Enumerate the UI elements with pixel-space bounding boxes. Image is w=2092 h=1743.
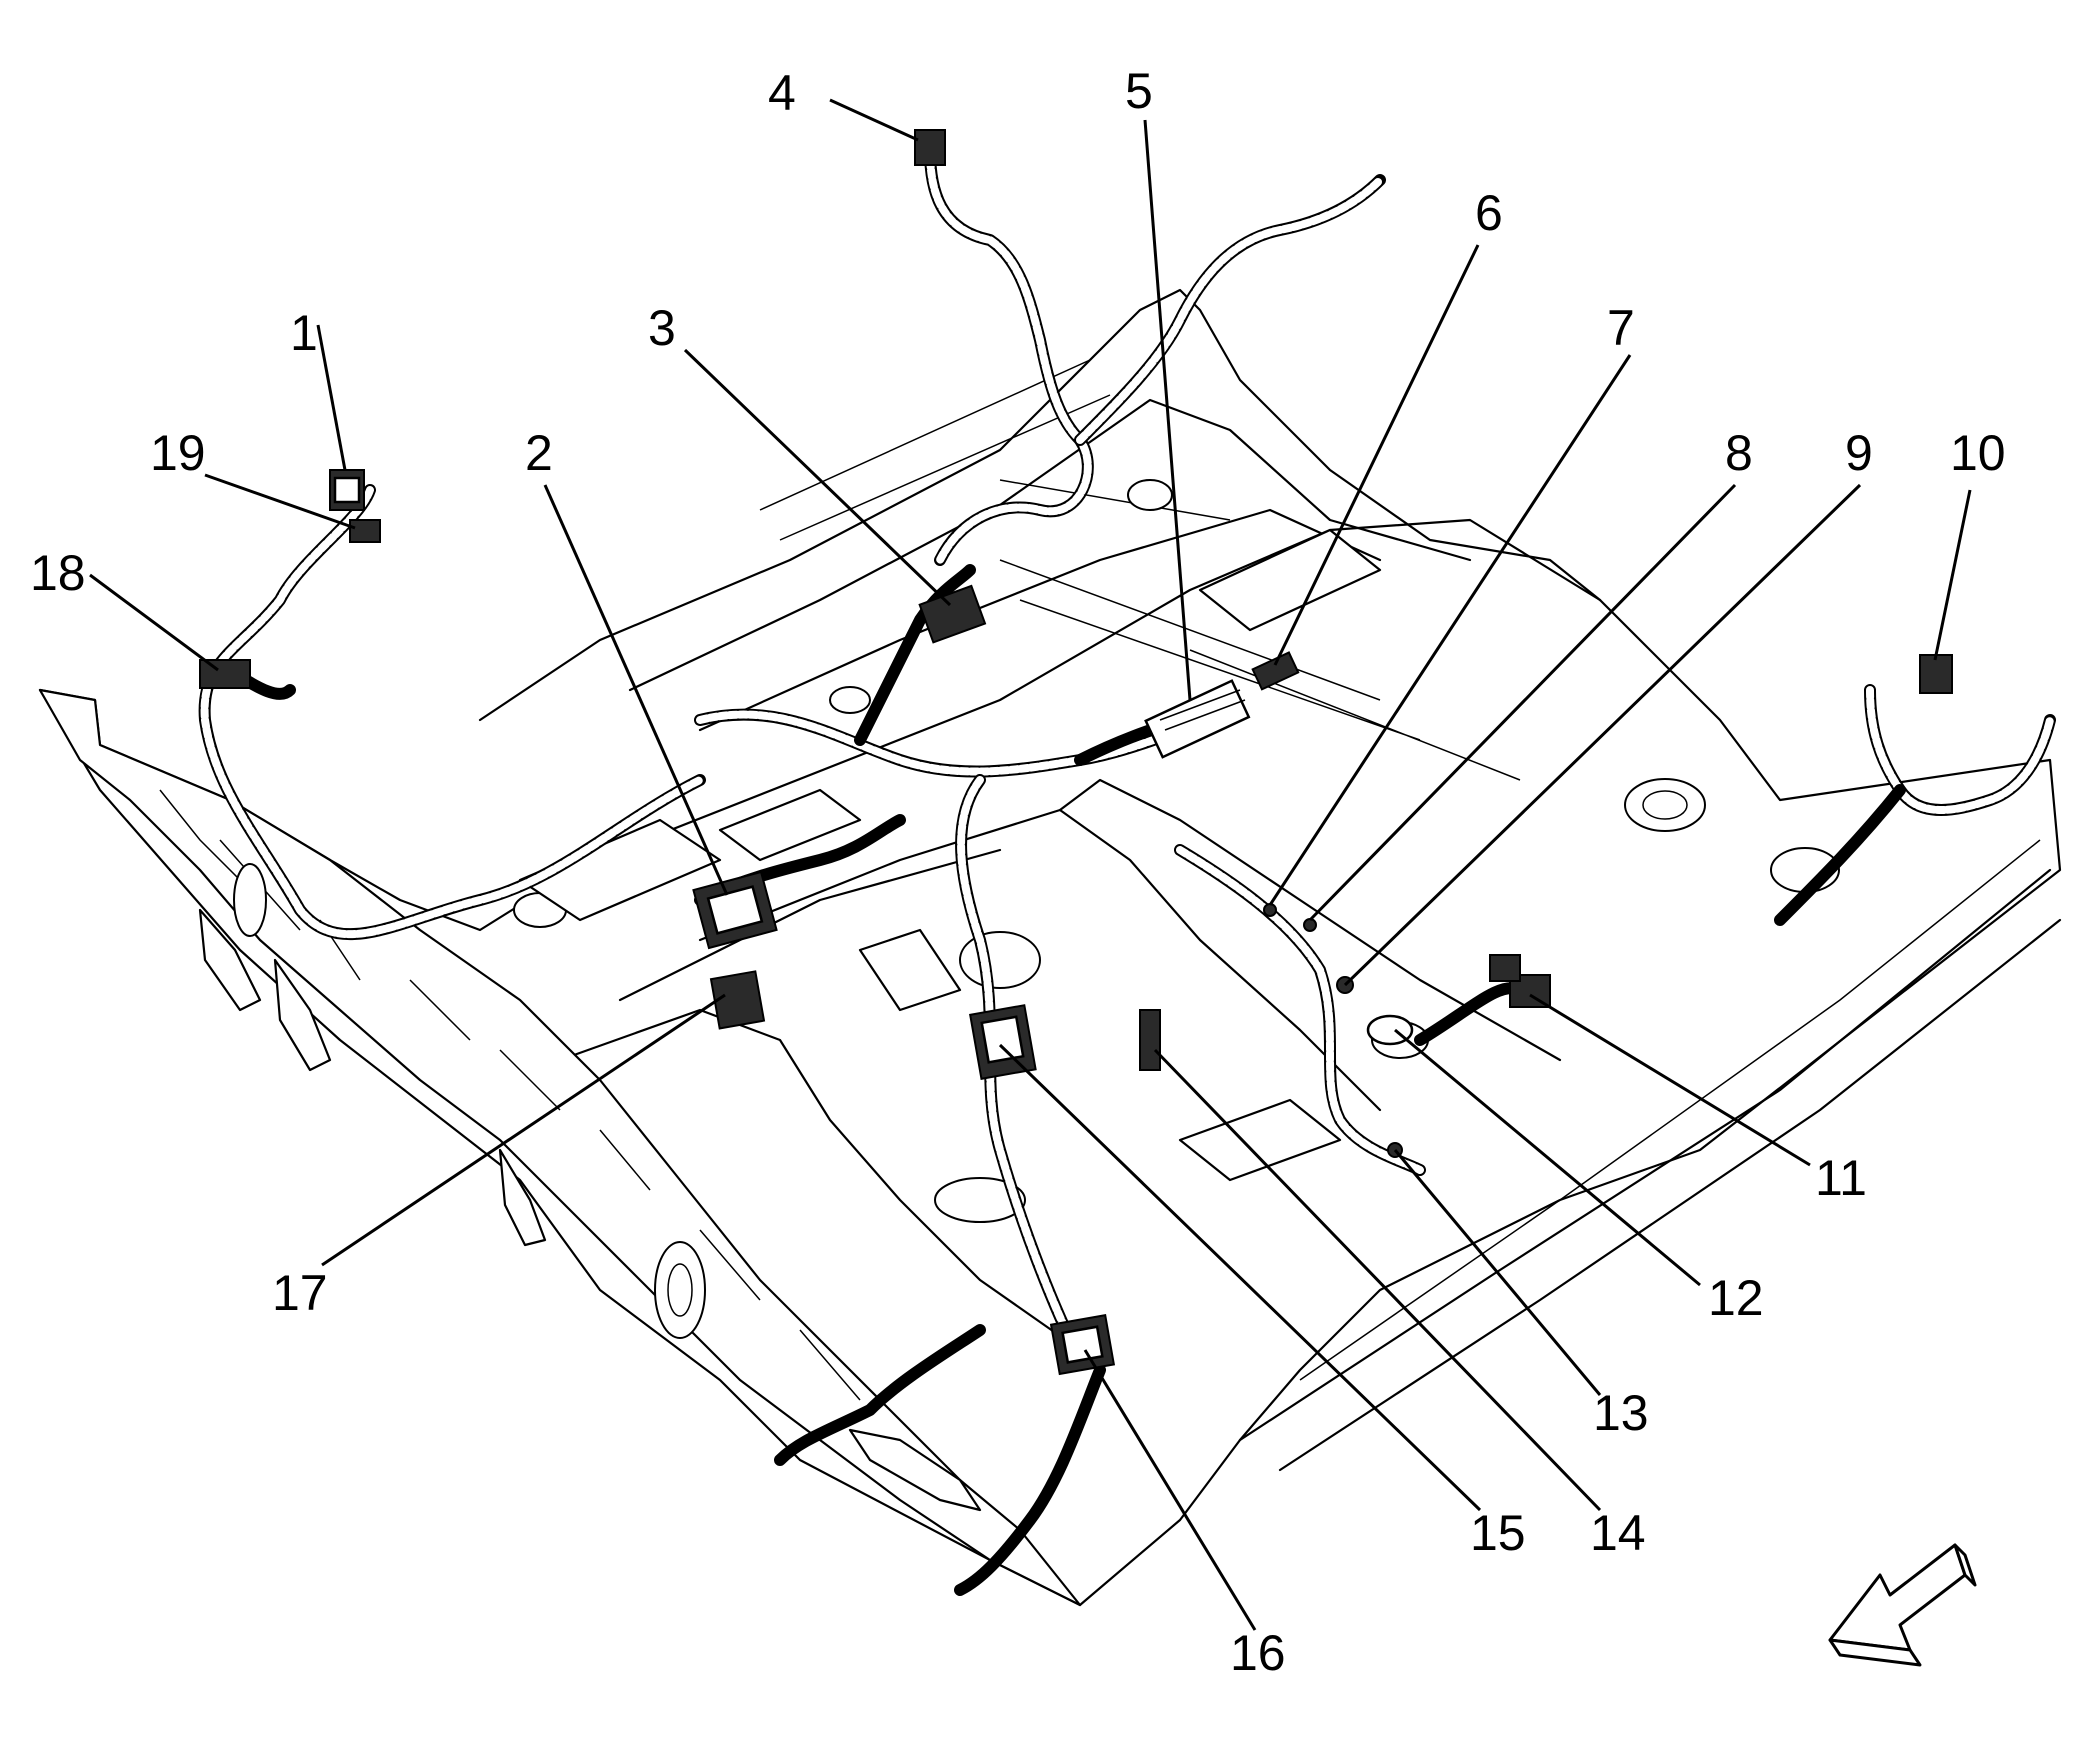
leader-8 xyxy=(1308,483,1737,922)
floor-pad-left xyxy=(518,818,722,922)
left-panel-cutout-2 xyxy=(273,958,332,1072)
leader-17 xyxy=(321,993,726,1267)
tunnel-right-wall xyxy=(1058,778,1562,1062)
leader-11 xyxy=(1529,993,1811,1167)
connector-6[interactable] xyxy=(1251,651,1300,691)
leader-5 xyxy=(1143,119,1192,701)
connector-14[interactable] xyxy=(1139,1009,1161,1071)
callout-labels: 1 2 3 4 5 6 7 8 9 10 11 12 13 14 15 16 1… xyxy=(30,63,2006,1681)
leader-13 xyxy=(1393,1149,1602,1396)
connector-3[interactable] xyxy=(918,584,987,644)
leader-15 xyxy=(998,1043,1482,1512)
left-panel-cutout-4 xyxy=(848,1428,982,1512)
callout-17: 17 xyxy=(272,1265,328,1321)
callout-11: 11 xyxy=(1815,1150,1867,1206)
harness-rear-upper xyxy=(1074,174,1386,446)
left-panel-round-boss-inner xyxy=(667,1263,693,1317)
floor-plug-3-inner xyxy=(1642,790,1688,820)
leader-3 xyxy=(683,348,952,607)
leader-18 xyxy=(89,573,219,672)
connector-12[interactable] xyxy=(1366,1014,1414,1046)
callout-18: 18 xyxy=(30,545,86,601)
leader-lines xyxy=(89,98,1972,1631)
connector-10[interactable] xyxy=(1919,654,1953,694)
connector-8[interactable] xyxy=(1303,918,1317,932)
connector-18[interactable] xyxy=(199,659,251,689)
floor-pad-center xyxy=(718,788,862,862)
leader-14 xyxy=(1153,1048,1602,1512)
rear-crossmember-1 xyxy=(759,359,1231,541)
connector-7[interactable] xyxy=(1263,903,1277,917)
tunnel-oval-opening xyxy=(959,931,1041,989)
harness-branch-3 xyxy=(854,564,976,746)
callout-6: 6 xyxy=(1475,185,1503,241)
callout-12: 12 xyxy=(1708,1270,1764,1326)
callout-19: 19 xyxy=(150,425,206,481)
leader-16 xyxy=(1083,1349,1257,1631)
connector-5[interactable] xyxy=(1144,679,1251,759)
callout-14: 14 xyxy=(1590,1505,1646,1561)
leader-7 xyxy=(1268,354,1632,906)
rear-crossmember-2 xyxy=(999,559,1521,781)
floor-pad-front xyxy=(1178,1098,1342,1182)
leader-1 xyxy=(316,324,347,471)
leader-9 xyxy=(1343,483,1862,987)
callout-10: 10 xyxy=(1950,425,2006,481)
center-tunnel xyxy=(618,808,1382,1112)
left-panel-round-boss xyxy=(654,1241,706,1339)
callout-3: 3 xyxy=(648,300,676,356)
callout-15: 15 xyxy=(1470,1505,1526,1561)
callout-5: 5 xyxy=(1125,63,1153,119)
callout-8: 8 xyxy=(1725,425,1753,481)
rear-floor-step-2 xyxy=(698,508,1382,732)
connector-4[interactable] xyxy=(914,129,946,166)
floor-plug-5 xyxy=(829,686,871,714)
callout-7: 7 xyxy=(1607,300,1635,356)
rear-floor-step xyxy=(628,398,1472,692)
connector-17[interactable] xyxy=(709,970,766,1030)
leader-6 xyxy=(1273,244,1480,666)
floor-pad-bracket xyxy=(858,928,962,1012)
right-rocker xyxy=(1238,868,2062,1472)
callout-9: 9 xyxy=(1845,425,1873,481)
left-panel-round-boss-2 xyxy=(233,863,267,937)
floor-pad-rear-right xyxy=(1198,528,1382,632)
harness-front-left xyxy=(774,1324,986,1466)
callout-4: 4 xyxy=(768,65,796,121)
floor-plug-1 xyxy=(1127,479,1173,511)
callout-13: 13 xyxy=(1593,1385,1649,1441)
connectors xyxy=(199,129,1953,1376)
leader-12 xyxy=(1394,1028,1701,1287)
leader-19 xyxy=(204,473,356,530)
leader-10 xyxy=(1933,489,1972,661)
left-panel-cutout-3 xyxy=(498,1148,547,1247)
right-rocker-lines xyxy=(1299,839,2041,1381)
harness-right-rocker xyxy=(1774,784,1906,926)
leader-2 xyxy=(543,484,729,896)
callout-2: 2 xyxy=(525,425,553,481)
leader-4 xyxy=(829,98,919,142)
floor-pan-outline xyxy=(38,518,2062,1607)
callout-1: 1 xyxy=(290,305,318,361)
harness-front-rocker xyxy=(954,1364,1106,1596)
floor-plug-3 xyxy=(1624,778,1706,832)
tunnel-slot-opening xyxy=(934,1177,1026,1223)
front-direction-arrow-icon xyxy=(1828,1543,1977,1667)
connector-19[interactable] xyxy=(349,519,381,543)
callout-16: 16 xyxy=(1230,1625,1286,1681)
left-panel-cutout-1 xyxy=(198,908,262,1012)
